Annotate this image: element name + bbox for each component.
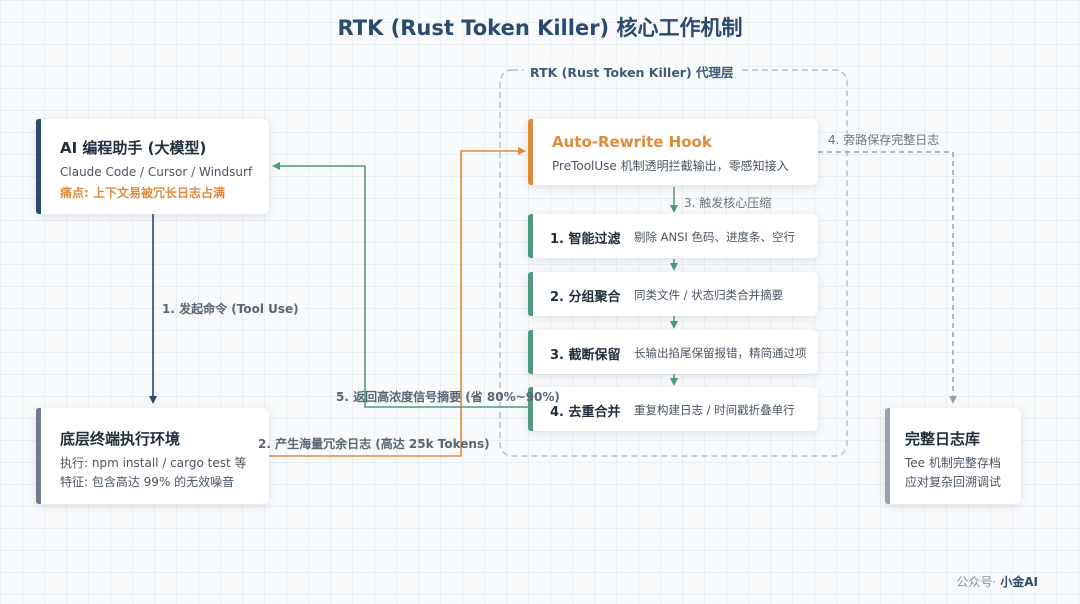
ai-card-title: AI 编程助手 (大模型) (60, 139, 207, 157)
flow-5-label: 5. 返回高浓度信号摘要 (省 80%~90%) (336, 390, 560, 404)
hook-card-desc: PreToolUse 机制透明拦截输出，零感知接入 (552, 159, 789, 173)
step-card-dedupe[interactable]: 4. 去重合并 重复构建日志 / 时间戳折叠单行 (528, 387, 818, 431)
step-title: 3. 截断保留 (550, 348, 621, 363)
log-archive-card[interactable]: 完整日志库 Tee 机制完整存档 应对复杂回溯调试 (885, 408, 1021, 504)
flow-4-label: 4. 旁路保存完整日志 (828, 133, 940, 147)
step-desc: 重复构建日志 / 时间戳折叠单行 (634, 403, 795, 417)
terminal-env-card[interactable]: 底层终端执行环境 执行: npm install / cargo test 等 … (36, 408, 269, 504)
card-accent-bar (36, 408, 41, 504)
flow-3-label: 3. 触发核心压缩 (684, 196, 772, 210)
step-title: 1. 智能过滤 (550, 232, 621, 247)
log-card-line1: Tee 机制完整存档 (905, 456, 1001, 470)
footer-prefix: 公众号· (956, 575, 997, 589)
card-accent-bar (528, 119, 533, 185)
flow-1-label: 1. 发起命令 (Tool Use) (162, 302, 299, 316)
hook-card-title: Auto-Rewrite Hook (552, 133, 712, 151)
ai-card-tools: Claude Code / Cursor / Windsurf (60, 165, 253, 179)
flow-4-line (818, 151, 957, 404)
env-card-exec: 执行: npm install / cargo test 等 (60, 456, 247, 470)
step-card-truncate[interactable]: 3. 截断保留 长输出掐尾保留报错，精简通过项 (528, 330, 818, 374)
step-title: 2. 分组聚合 (550, 290, 621, 305)
ai-card-pain-point: 痛点: 上下文易被冗长日志占满 (60, 186, 225, 200)
card-accent-bar (885, 408, 890, 504)
auto-rewrite-hook-card[interactable]: Auto-Rewrite Hook PreToolUse 机制透明拦截输出，零感… (528, 119, 818, 185)
proxy-layer-label: RTK (Rust Token Killer) 代理层 (524, 62, 740, 81)
step-desc: 长输出掐尾保留报错，精简通过项 (634, 346, 807, 360)
env-card-title: 底层终端执行环境 (60, 430, 181, 448)
card-accent-bar (36, 119, 41, 214)
footer-credit: 公众号·小金AI (956, 573, 1038, 590)
footer-name: 小金AI (1000, 575, 1038, 589)
log-card-line2: 应对复杂回溯调试 (905, 475, 1002, 489)
env-card-feature: 特征: 包含高达 99% 的无效噪音 (60, 475, 235, 489)
card-accent-bar (528, 330, 533, 374)
step-title: 4. 去重合并 (550, 405, 621, 420)
card-accent-bar (528, 272, 533, 316)
ai-assistant-card[interactable]: AI 编程助手 (大模型) Claude Code / Cursor / Win… (36, 119, 269, 214)
flow-2-line (268, 147, 526, 457)
log-card-title: 完整日志库 (905, 430, 981, 448)
step-desc: 剔除 ANSI 色码、进度条、空行 (634, 230, 795, 244)
step-card-filter[interactable]: 1. 智能过滤 剔除 ANSI 色码、进度条、空行 (528, 214, 818, 258)
flow-2-label: 2. 产生海量冗余日志 (高达 25k Tokens) (258, 437, 490, 451)
step-desc: 同类文件 / 状态归类合并摘要 (634, 288, 784, 302)
step-card-group[interactable]: 2. 分组聚合 同类文件 / 状态归类合并摘要 (528, 272, 818, 316)
flow-5-line (272, 162, 530, 408)
card-accent-bar (528, 214, 533, 258)
page-title: RTK (Rust Token Killer) 核心工作机制 (337, 16, 743, 40)
card-accent-bar (528, 387, 533, 431)
